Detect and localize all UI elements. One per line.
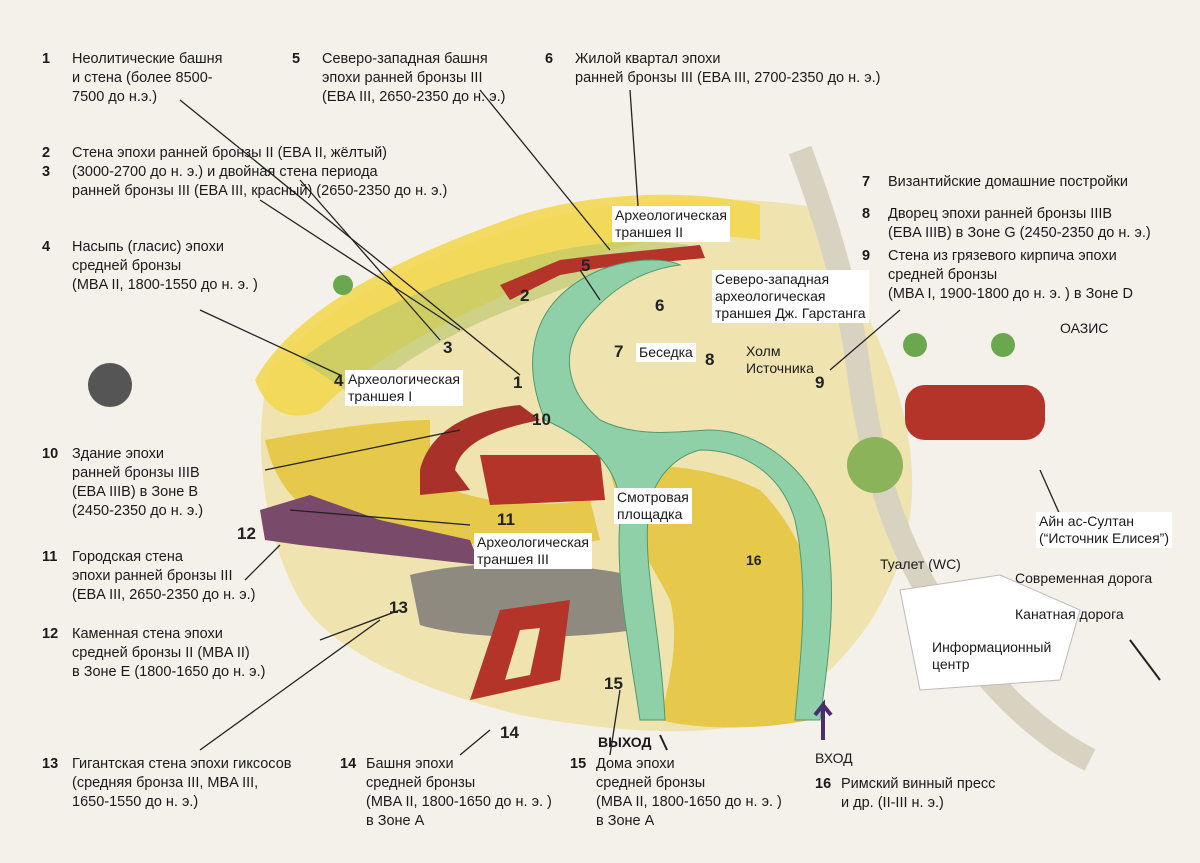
map-number-11: 11: [497, 510, 515, 529]
leader-lines: [179, 89, 1061, 756]
map-number-10: 10: [532, 410, 551, 429]
tower-14-inner: [505, 628, 540, 680]
map-number-8: 8: [705, 350, 715, 369]
north-slope-green: [300, 241, 690, 400]
map-number-3: 3: [443, 338, 453, 357]
label-cableway: Канатная дорога: [1015, 606, 1124, 622]
info-center: [899, 574, 1081, 691]
tree: [847, 437, 903, 493]
palm: [333, 275, 353, 295]
label-toilet: Туалет (WC): [880, 556, 961, 572]
map-number-9: 9: [815, 373, 825, 392]
label-entrance: ВХОД: [815, 750, 853, 766]
wall-2-3: [500, 245, 705, 300]
label-exit: ВЫХОД: [598, 734, 652, 750]
cableway-arrow: [1129, 639, 1161, 681]
map-number-16: 16: [746, 552, 762, 568]
oasis-building: [905, 385, 1045, 440]
map-number-5: 5: [581, 256, 591, 275]
palm: [991, 333, 1015, 357]
map-number-15: 15: [604, 674, 623, 693]
label-besedka: Беседка: [636, 343, 696, 362]
building-10: [480, 455, 605, 505]
map-number-14: 14: [500, 723, 519, 742]
map-number-1: 1: [513, 373, 523, 392]
map-number-13: 13: [389, 598, 408, 617]
exit-arrow: [659, 734, 668, 751]
palm: [903, 333, 927, 357]
label-modern-road: Современная дорога: [1015, 570, 1153, 586]
label-ein-sultan: Айн ас-Султан(“Источник Елисея”): [1036, 512, 1172, 548]
modern-road: [788, 145, 1096, 771]
wall-10: [420, 405, 540, 495]
map-number-12: 12: [237, 524, 256, 543]
wall-13: [410, 563, 635, 637]
visitor-path: [532, 259, 832, 721]
map-number-2: 2: [520, 286, 530, 305]
yellow-field-right: [610, 466, 815, 728]
seal-stone: [88, 363, 132, 407]
label-oasis: ОАЗИС: [1060, 320, 1109, 336]
map-number-7: 7: [614, 342, 624, 361]
map-number-4: 4: [334, 371, 344, 390]
map-number-6: 6: [655, 296, 665, 315]
entrance-arrow: [813, 699, 833, 740]
